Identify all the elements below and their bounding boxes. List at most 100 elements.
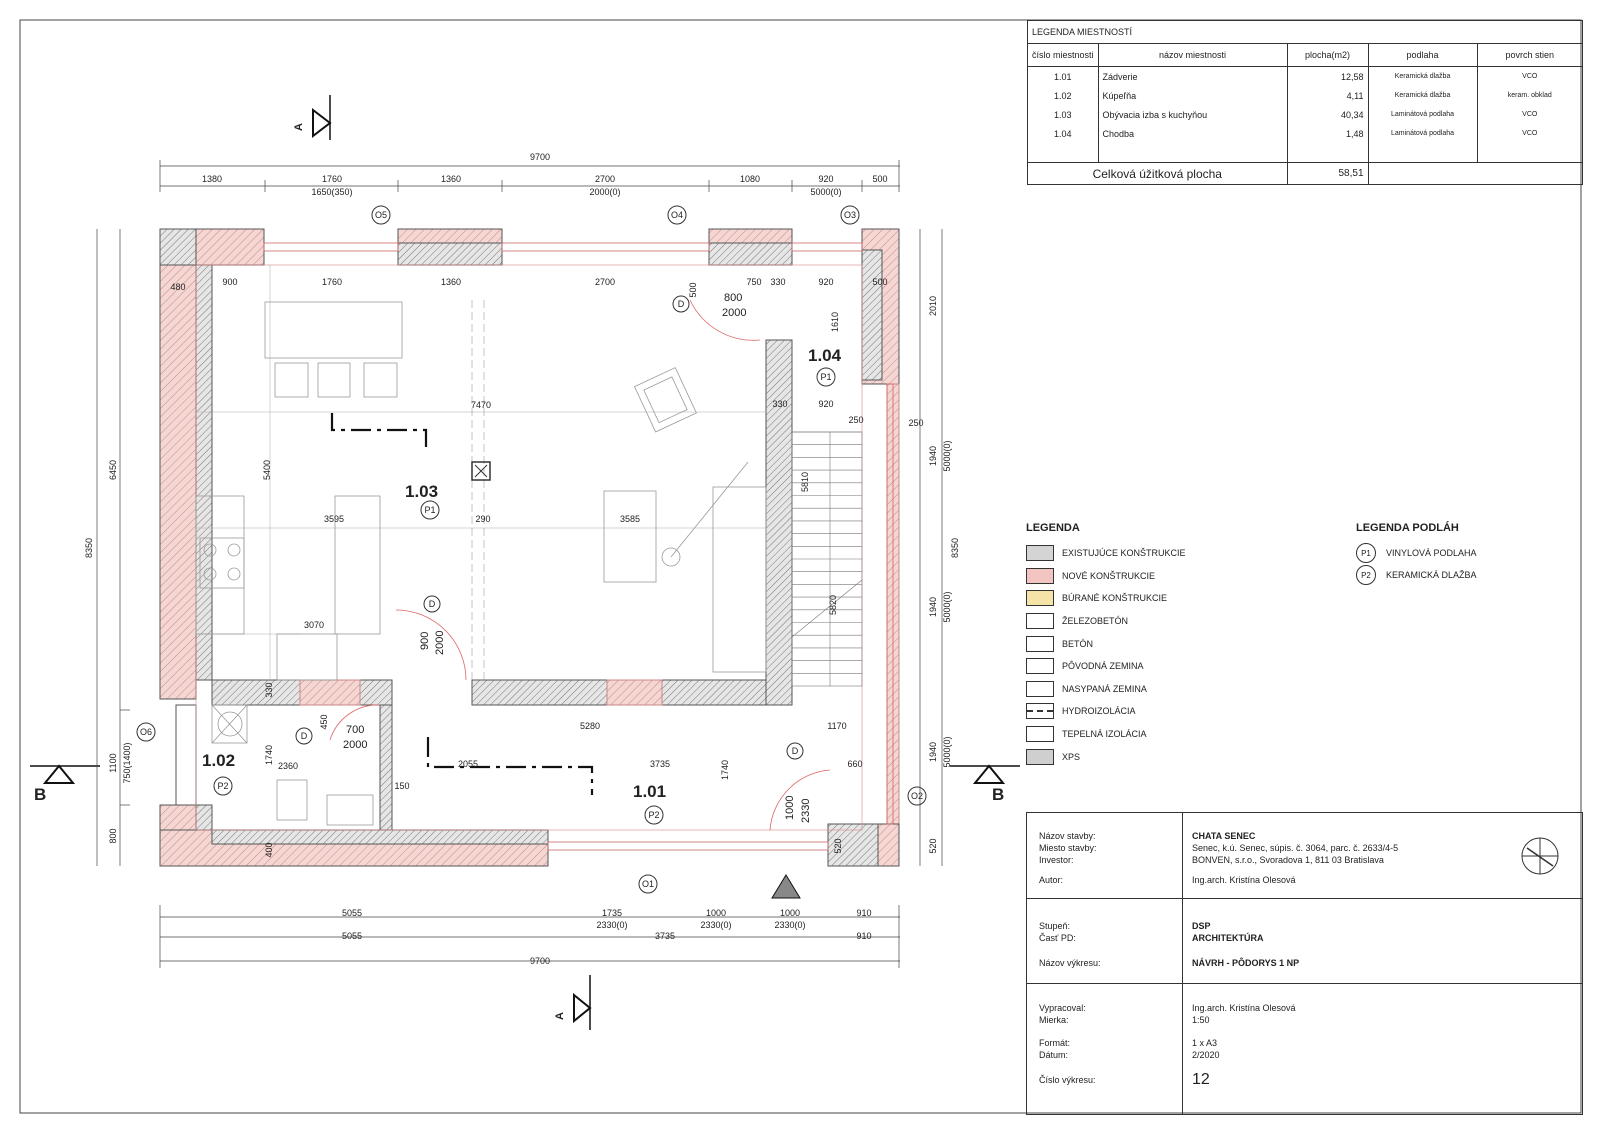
section-cuts [330,413,594,795]
svg-text:1610: 1610 [830,312,840,332]
svg-text:920: 920 [818,399,833,409]
svg-text:2000: 2000 [722,307,746,319]
room-1-04-label: 1.04 [808,346,842,365]
svg-text:910: 910 [856,908,871,918]
value-stage: DSP [1192,921,1211,931]
room-1-01-label: 1.01 [633,782,666,801]
svg-text:1940: 1940 [928,446,938,466]
svg-text:D: D [429,599,436,609]
svg-text:8350: 8350 [950,538,960,558]
svg-text:9700: 9700 [530,956,550,966]
legend-label: HYDROIZOLÁCIA [1062,706,1136,717]
svg-text:5055: 5055 [342,931,362,941]
svg-text:5810: 5810 [800,472,810,492]
legend-label: PÔVODNÁ ZEMINA [1062,661,1144,672]
legend-swatch [1026,703,1054,720]
top-dimensions [159,160,900,192]
svg-text:O2: O2 [911,791,923,801]
svg-text:2000: 2000 [343,739,367,751]
legend-title: LEGENDA [1026,522,1080,534]
svg-text:D: D [301,731,308,741]
svg-text:3595: 3595 [324,514,344,524]
label-investor: Investor: [1039,855,1074,865]
value-place: Senec, k.ú. Senec, súpis. č. 3064, parc.… [1192,843,1399,853]
legend-label: BETÓN [1062,638,1094,649]
svg-text:1735: 1735 [602,908,622,918]
svg-text:1650(350): 1650(350) [311,187,352,197]
svg-text:1000: 1000 [784,796,796,820]
legend-swatch [1026,545,1054,562]
svg-text:A: A [293,123,305,131]
legend-label: NASYPANÁ ZEMINA [1062,683,1147,694]
legend-swatch [1026,613,1054,630]
svg-text:1360: 1360 [441,277,461,287]
svg-text:O4: O4 [671,210,683,220]
svg-text:2330(0): 2330(0) [774,920,805,930]
svg-text:520: 520 [833,838,843,853]
svg-text:8350: 8350 [84,538,94,558]
legend-swatch [1026,590,1054,607]
svg-text:2330(0): 2330(0) [700,920,731,930]
svg-text:5055: 5055 [342,908,362,918]
svg-text:1940: 1940 [928,597,938,617]
svg-text:800: 800 [108,828,118,843]
legend-item: BÚRANÉ KONŠTRUKCIE [1026,587,1186,610]
label-drawing: Názov výkresu: [1039,958,1101,968]
svg-text:500: 500 [872,174,887,184]
top-dimension-labels: 9700 1380 1760 1360 2700 1080 920 500 16… [202,152,888,197]
svg-text:5280: 5280 [580,721,600,731]
bottom-dimensions: 5055 1735 1000 1000 910 2330(0) 2330(0) … [342,908,872,966]
svg-text:5000(0): 5000(0) [942,591,952,622]
svg-text:500: 500 [688,282,698,297]
svg-text:2000: 2000 [434,631,446,655]
label-scale: Mierka: [1039,1015,1069,1025]
svg-text:P1: P1 [424,505,435,515]
room-1-02-label: 1.02 [202,751,235,770]
svg-text:920: 920 [818,277,833,287]
value-investor: BONVEN, s.r.o., Svoradova 1, 811 03 Brat… [1192,855,1384,865]
svg-text:7470: 7470 [471,400,491,410]
total-row: Celková úžitková plocha 58,51 [1028,162,1582,184]
svg-text:1170: 1170 [827,721,846,731]
svg-text:1380: 1380 [202,174,222,184]
label-part: Časť PD: [1039,933,1076,943]
legend-item: BETÓN [1026,632,1186,655]
svg-text:750: 750 [746,277,761,287]
room-legend: LEGENDA MIESTNOSTÍ číslo miestnosti názo… [1027,20,1583,185]
label-date: Dátum: [1039,1050,1069,1060]
total-value: 58,51 [1287,162,1369,184]
room-legend-table: číslo miestnosti názov miestnosti plocha… [1028,44,1582,184]
svg-text:2360: 2360 [278,761,298,771]
legend-swatch [1026,635,1054,652]
legend-swatch [1026,567,1054,584]
legend-swatch [1026,726,1054,743]
legend-swatch [1026,658,1054,675]
svg-text:B: B [34,785,46,804]
svg-text:900: 900 [222,277,237,287]
svg-text:B: B [992,785,1004,804]
svg-text:800: 800 [724,292,742,304]
svg-text:330: 330 [264,682,274,697]
svg-text:290: 290 [475,514,490,524]
legend-label: BÚRANÉ KONŠTRUKCIE [1062,593,1168,604]
legend-item: NASYPANÁ ZEMINA [1026,678,1186,701]
svg-text:2330: 2330 [800,799,812,823]
value-number: 12 [1192,1071,1210,1088]
svg-text:3070: 3070 [304,620,324,630]
legend-item: PÔVODNÁ ZEMINA [1026,655,1186,678]
svg-text:250: 250 [908,418,923,428]
svg-text:920: 920 [818,174,833,184]
entrance-marker [771,874,801,899]
svg-text:660: 660 [847,759,862,769]
value-scale: 1:50 [1192,1015,1210,1025]
svg-text:900: 900 [419,632,431,650]
svg-text:150: 150 [394,781,409,791]
svg-text:O6: O6 [140,727,152,737]
opening-tags: O1 O2 O3 O4 O5 O6 [136,205,927,894]
svg-text:2010: 2010 [928,296,938,316]
